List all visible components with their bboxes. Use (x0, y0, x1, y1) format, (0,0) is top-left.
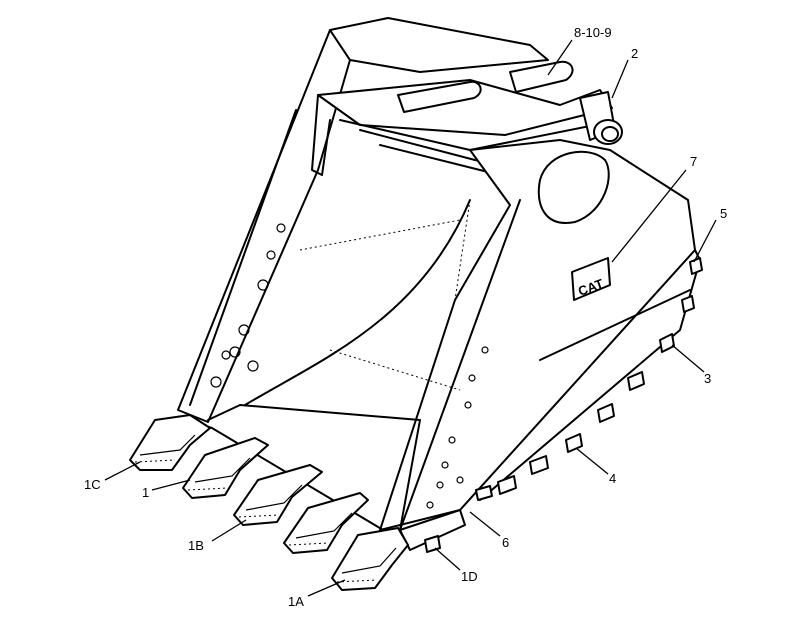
right-side-plate (379, 139, 701, 531)
tooth-1c (129, 414, 211, 471)
callout-7: 7 (690, 154, 697, 169)
callout-6: 6 (502, 535, 509, 550)
callout-2: 2 (631, 46, 638, 61)
tooth-1 (283, 492, 369, 554)
tooth-1a (331, 527, 409, 591)
callout-1a: 1A (288, 594, 304, 609)
pin-boss (579, 91, 623, 145)
bucket-interior (207, 199, 471, 531)
tooth-1b (233, 464, 323, 526)
callout-4: 4 (609, 471, 616, 486)
callout-5: 5 (720, 206, 727, 221)
wear-pads (475, 257, 703, 501)
tooth-1 (182, 437, 269, 499)
leader-lines (104, 39, 717, 597)
callout-1: 1 (142, 485, 149, 500)
callout-3: 3 (704, 371, 711, 386)
callout-labels: 8-10-9 2 7 5 3 4 6 1D 1A 1B 1 1C (84, 25, 727, 609)
callout-8-10-9: 8-10-9 (574, 25, 612, 40)
callout-1b: 1B (188, 538, 204, 553)
callout-1c: 1C (84, 477, 101, 492)
left-side-plate (177, 29, 351, 423)
callout-1d: 1D (461, 569, 478, 584)
